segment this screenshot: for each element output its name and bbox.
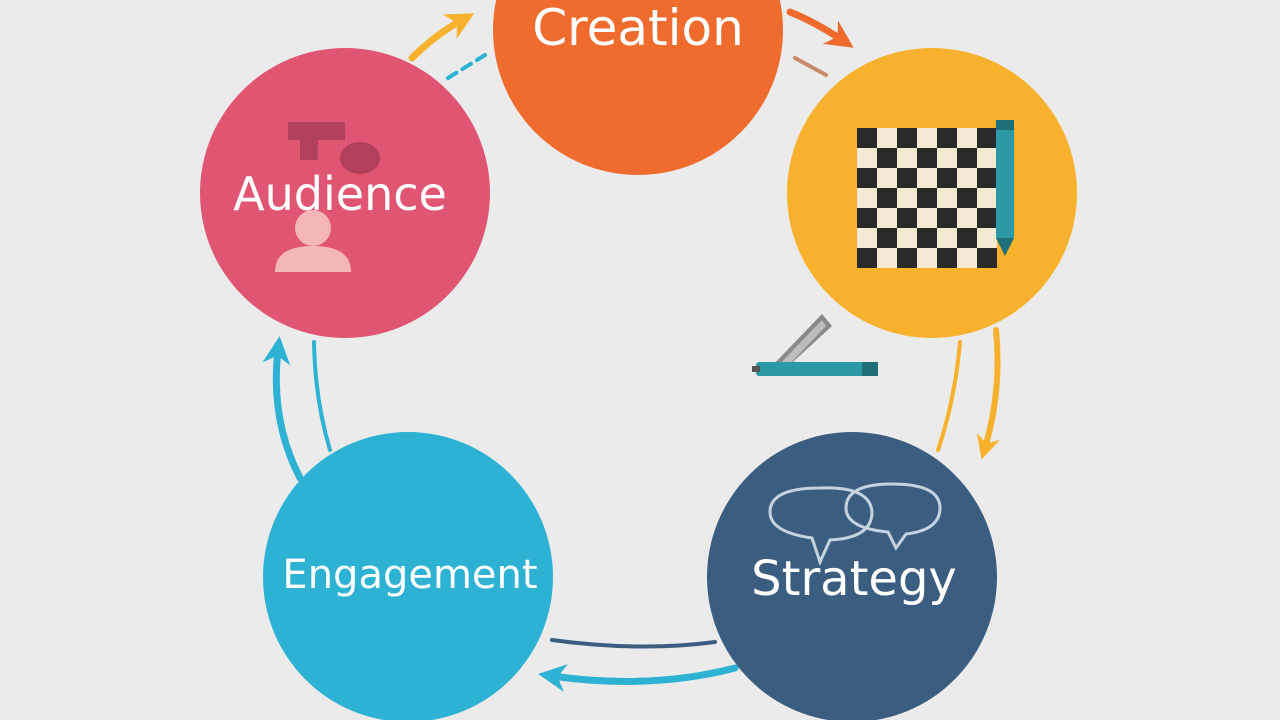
node-strategy: Strategy (707, 432, 997, 720)
checker-square (937, 208, 957, 228)
checker-square (937, 128, 957, 148)
checker-square (897, 208, 917, 228)
person-icon (275, 122, 380, 272)
node-strategy-label: Strategy (751, 551, 957, 607)
checker-square (977, 248, 997, 268)
checker-square (917, 188, 937, 208)
checker-square (957, 228, 977, 248)
checker-square (877, 148, 897, 168)
checker-square (857, 208, 877, 228)
checker-square (977, 168, 997, 188)
speech-bubbles-icon (768, 482, 942, 567)
checker-square (977, 128, 997, 148)
node-strategy-circle (707, 432, 997, 720)
arrow-audience-to-creation (408, 13, 487, 80)
arrow-strategy-to-engagement (538, 638, 739, 692)
checker-square (857, 248, 877, 268)
arrow-engagement-to-audience (262, 336, 332, 482)
node-audience: Audience (200, 48, 490, 338)
checker-square (937, 248, 957, 268)
node-creation-circle (493, 0, 783, 175)
node-engagement-label: Engagement (282, 552, 537, 598)
checker-square (917, 228, 937, 248)
arrow-creation-to-planning (786, 8, 854, 77)
checker-square (877, 228, 897, 248)
checkerboard-pencil-icon (857, 128, 997, 268)
checker-square (857, 128, 877, 148)
node-engagement-circle (263, 432, 553, 720)
checker-square (957, 148, 977, 168)
node-planning (787, 48, 1077, 338)
checker-square (917, 148, 937, 168)
checker-square (857, 168, 877, 188)
checker-square (877, 188, 897, 208)
checker-square (957, 188, 977, 208)
pencil-icon (996, 120, 1014, 256)
node-engagement: Engagement (263, 432, 553, 720)
node-creation: Creation (493, 0, 783, 175)
checker-square (977, 208, 997, 228)
node-creation-label: Creation (532, 0, 744, 57)
arrow-planning-to-strategy (936, 327, 1001, 460)
ruler-pen-icon (752, 314, 878, 376)
node-audience-circle (200, 48, 490, 338)
node-audience-label: Audience (233, 167, 447, 221)
checker-square (897, 128, 917, 148)
checker-square (897, 168, 917, 188)
checker-square (897, 248, 917, 268)
checker-square (937, 168, 957, 188)
